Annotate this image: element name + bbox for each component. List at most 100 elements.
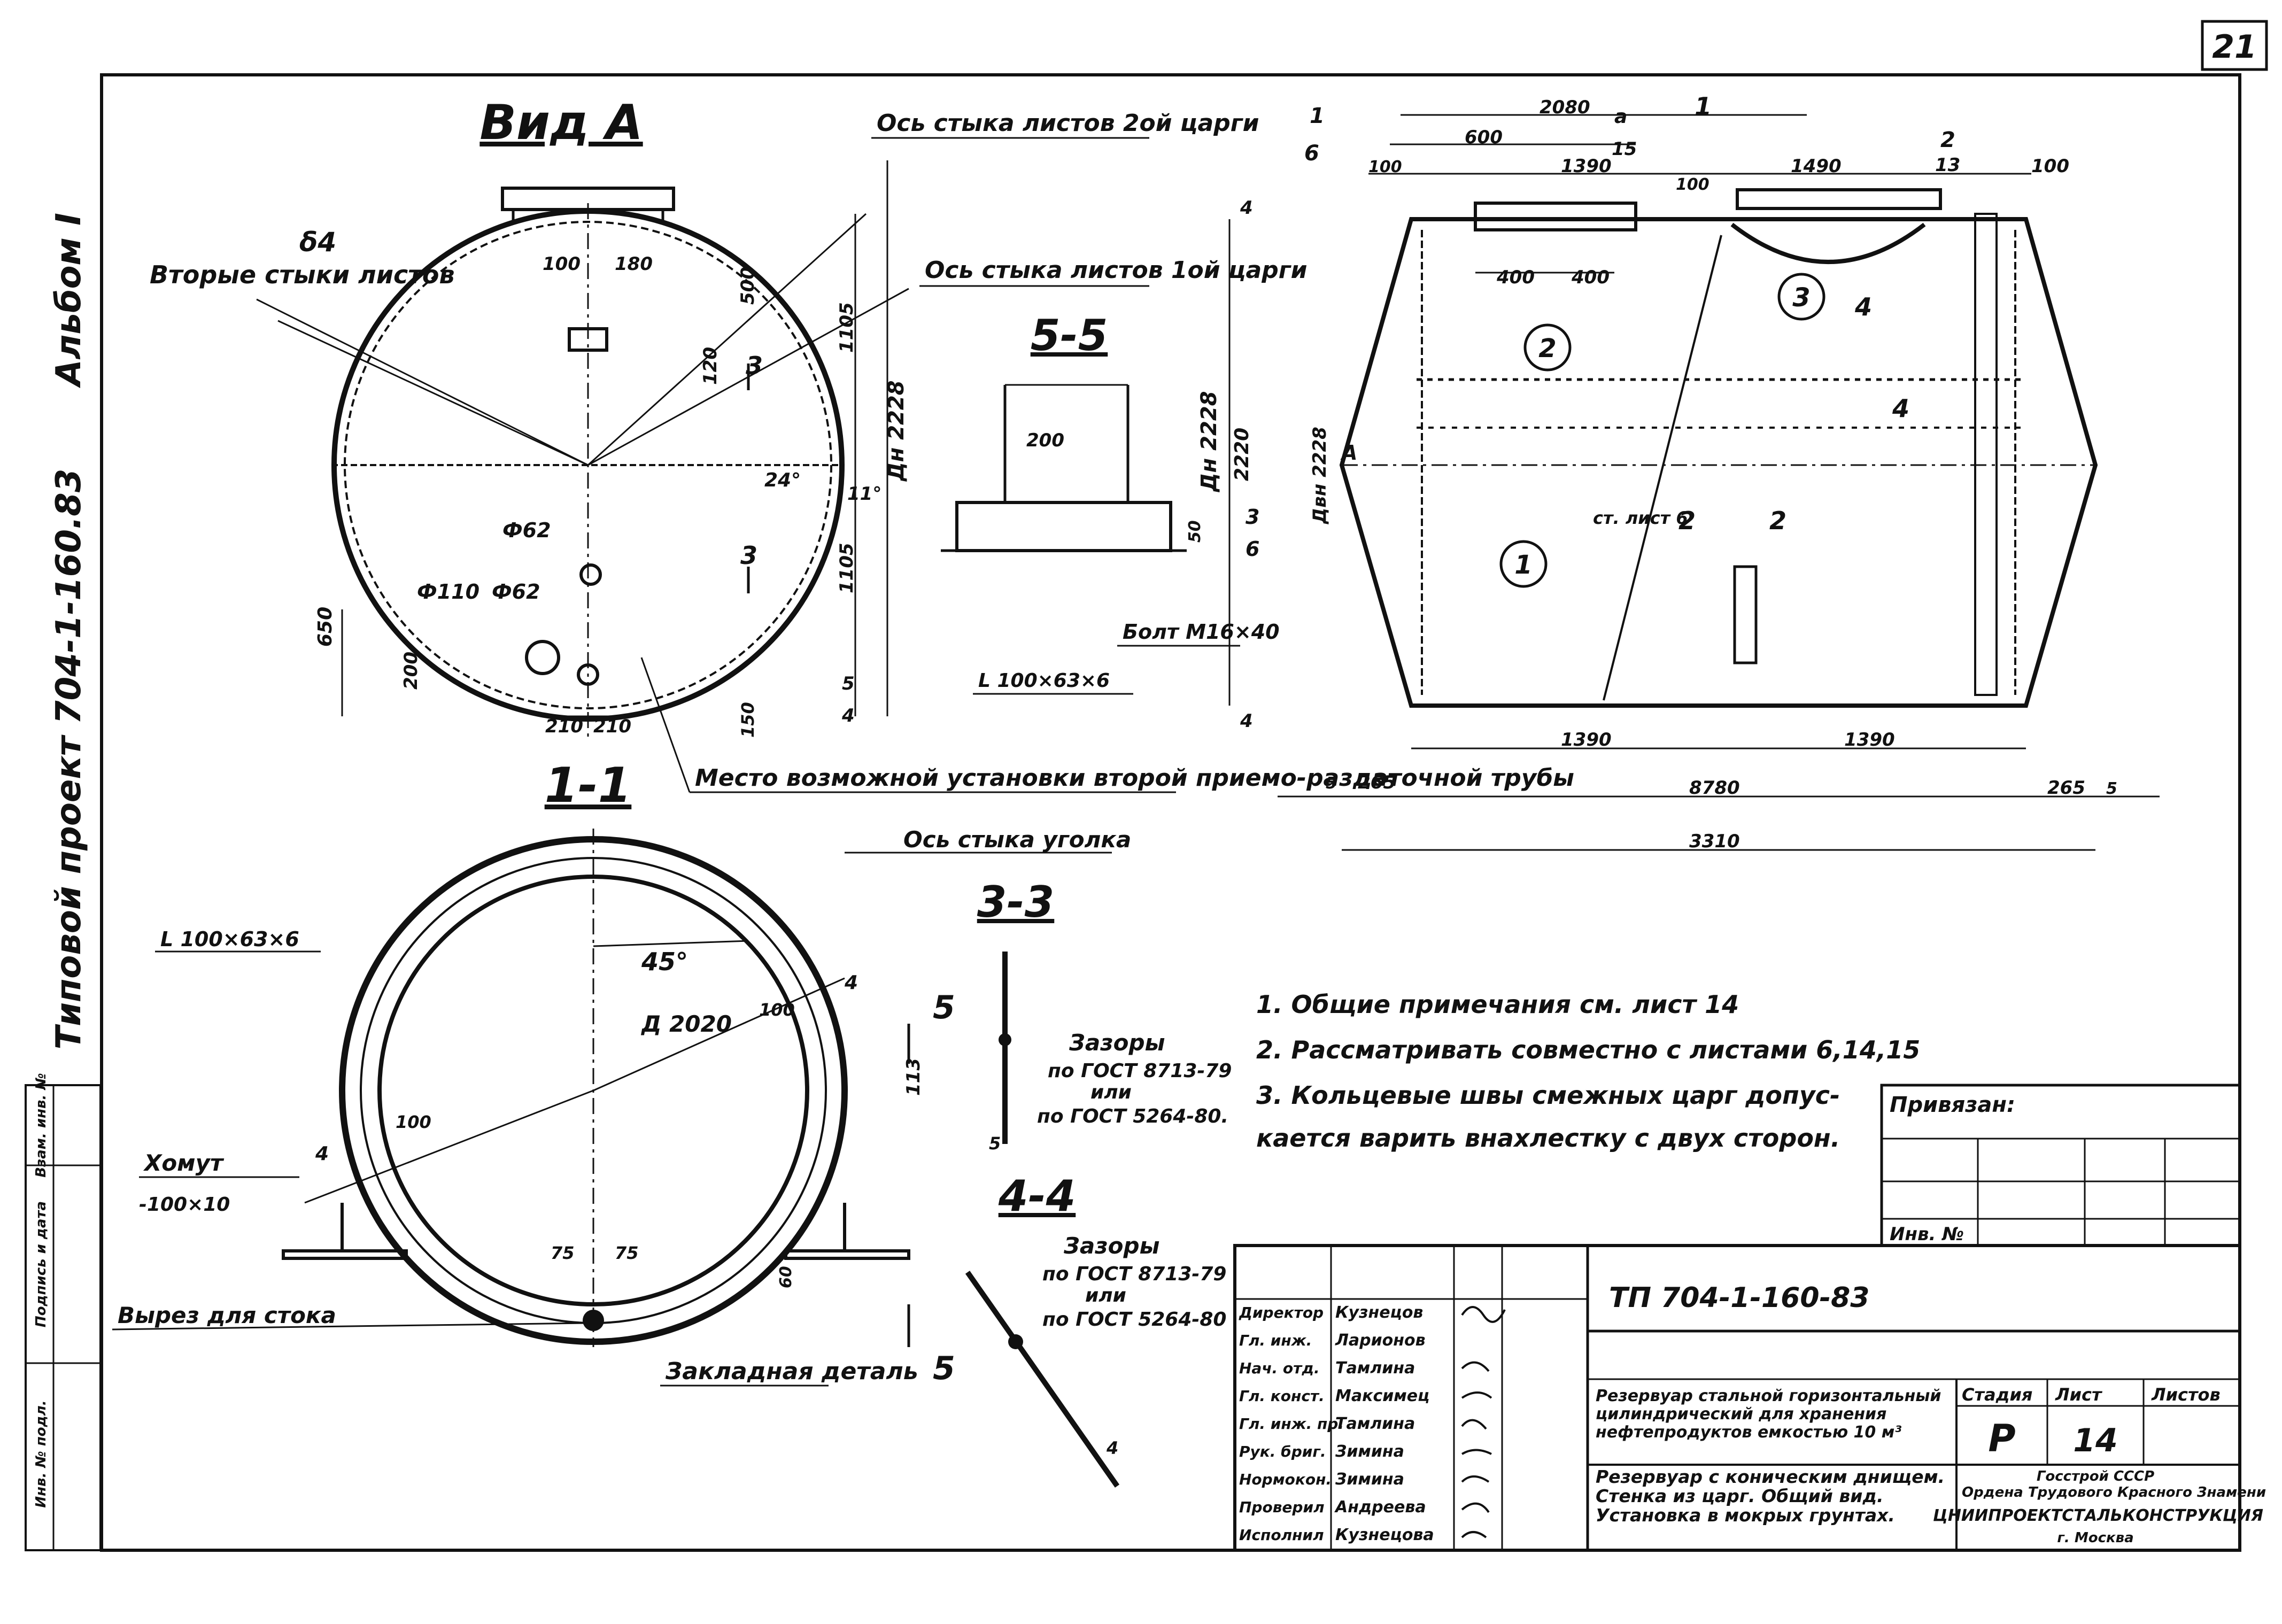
dim-4: 4 [841,705,855,726]
plan-curve [1730,222,1926,264]
name-0: Кузнецов [1335,1303,1423,1322]
diameter-view-a: Дн 2228 [884,380,909,482]
object-title-box: Резервуар стальной горизонтальный цилинд… [1596,1387,1941,1442]
role-6: Нормокон. [1239,1471,1332,1488]
s11-dim-60: 60 [777,1266,795,1288]
role-5: Рук. бриг. [1239,1443,1326,1460]
plan-inner-diameter: Двн 2228 [1309,427,1330,524]
plan-dim-400-b: 400 [1571,267,1610,288]
title-block: ТП 704-1-160-83 Директор Гл. инж. Нач. о… [1233,1244,2266,1552]
place-label: Место возможной установки второй приемо-… [695,764,1574,792]
section-mark-3-lower: 3 [740,541,757,570]
role-2: Нач. отд. [1239,1359,1320,1377]
plan-section-2b: 2 [1769,506,1786,535]
bubble-2-label: 2 [1538,334,1556,364]
s33-or: или [1090,1081,1132,1103]
plan-dim-265-a: 265 [1358,772,1396,793]
plan-section-2a: 2 [1678,506,1696,535]
bubble-2 [1523,323,1572,372]
album-label: Альбом I [49,213,89,389]
plan-dim-2220: 2220 [1231,428,1253,481]
s33-dim-113: 113 [903,1058,924,1096]
sheet-title: Резервуар с коническим днищем. Стенка из… [1596,1467,1945,1526]
dim-650: 650 [314,607,336,647]
plan-dim-3310: 3310 [1689,831,1740,852]
plan-callout-6: 6 [1304,141,1319,166]
name-5: Зимина [1335,1442,1404,1461]
sheets-label: Листов [2151,1385,2221,1405]
object-title: Резервуар стальной горизонтальный цилинд… [1596,1387,1941,1442]
s11-dim-100-a: 100 [759,1000,795,1020]
plan-callout-13: 13 [1935,154,1960,176]
embedded-part-label: Закладная деталь [665,1358,918,1385]
s11-angle-45: 45° [641,947,688,976]
bubble-3-label: 3 [1792,283,1810,313]
plan-dim-400-a: 400 [1496,267,1535,288]
dim-1105-upper: 1105 [836,302,857,353]
plan-hatch-2 [1736,188,1942,210]
plan-mark-3: 3 [1246,505,1259,529]
bubble-1 [1499,540,1548,588]
name-1: Ларионов [1335,1331,1426,1350]
plan-dim-8780: 8780 [1689,777,1740,799]
view-a: Вид А δ4 Вторые стыки листов Ось стыка л… [150,95,1574,793]
s55-bolt: Болт М16×40 [1123,620,1280,644]
section-4-4: 4-4 Зазоры по ГОСТ 8713-79 или по ГОСТ 5… [965,1171,1226,1488]
plan-section-4a: 4 [1854,292,1872,321]
view-a-hole-110 [525,640,560,675]
name-8: Кузнецова [1335,1526,1434,1544]
section-1-1: 1-1 Ось стыка уголка L 100×63×6 45° Д 20… [112,757,1131,1387]
label-f62-upper: Ф62 [502,519,551,542]
drain-cut-label: Вырез для стока [118,1302,336,1328]
plan-dim-265-b: 265 [2047,777,2085,799]
axis-sheets-1: Ось стыка листов 1ой царги [925,257,1308,284]
support-right [784,1249,910,1260]
name-4: Тамлина [1335,1414,1415,1433]
clamp-size: -100×10 [139,1194,230,1216]
view-a-hole-62-upper [579,563,602,586]
plan-callout-a: а [1614,106,1627,128]
bound-label: Привязан: [1890,1093,2015,1117]
general-notes: 1. Общие примечания см. лист 14 2. Рассм… [1256,990,1920,1153]
title-code: ТП 704-1-160-83 [1609,1282,1869,1314]
view-a-hole-62-lower [577,663,599,686]
role-8: Исполнил [1239,1526,1324,1544]
org-gosstroy: Госстрой СССР [2037,1468,2154,1484]
plan-dim-4-bottom: 4 [1240,710,1253,732]
s33-mark-5-lower: 5 [933,1350,955,1387]
section-1-1-inner-ring [377,875,809,1306]
note-3b: кается варить внахлестку с двух сторон. [1256,1124,1840,1153]
s33-std1: по ГОСТ 8713-79 [1048,1060,1232,1082]
left-stamp-strip: Взам. инв. № Подпись и дата Инв. № подл. [25,1073,102,1551]
s55-dim-200: 200 [1026,430,1064,451]
section-5-5: 5-5 200 50 Дн 2228 Болт М16×40 L 100×63×… [941,311,1280,695]
plan-section-1: 1 [1695,92,1712,121]
strip-replace-inv: Взам. инв. № [33,1073,49,1178]
delta-label: δ4 [299,227,336,258]
tank-plan-view: 2 3 1 2080 600 1390 100 100 400 400 1490… [1228,92,2160,852]
angle-11: 11° [847,483,881,505]
s11-diameter: Д 2020 [640,1011,732,1037]
title-roles: Директор Гл. инж. Нач. отд. Гл. конст. Г… [1239,1304,1344,1544]
s11-dim-75-b: 75 [615,1243,639,1263]
s55-diameter: Дн 2228 [1197,391,1221,493]
plan-dim-600: 600 [1465,127,1503,148]
bubble-3 [1777,273,1825,321]
dim-210-a: 210 [545,716,583,737]
project-label: Типовой проект 704-1-160.83 [49,469,89,1050]
section-4-4-title: 4-4 [998,1171,1076,1221]
role-4: Гл. инж. пр. [1239,1415,1344,1433]
sheet-value: 14 [2073,1422,2118,1459]
section-5-5-title: 5-5 [1031,311,1108,360]
dim-1105-lower: 1105 [836,543,857,593]
stage-value: Р [1988,1417,2015,1460]
s11-dim-4-b: 4 [315,1143,329,1165]
s33-mark-5-upper: 5 [933,989,955,1026]
s11-angle: L 100×63×6 [160,927,299,951]
name-7: Андреева [1334,1498,1426,1517]
signatures [1461,1306,1506,1538]
drawing-frame [100,73,2241,1552]
plan-callout-15: 15 [1612,138,1637,160]
sheet-title-box: Резервуар с коническим днищем. Стенка из… [1596,1467,1945,1526]
